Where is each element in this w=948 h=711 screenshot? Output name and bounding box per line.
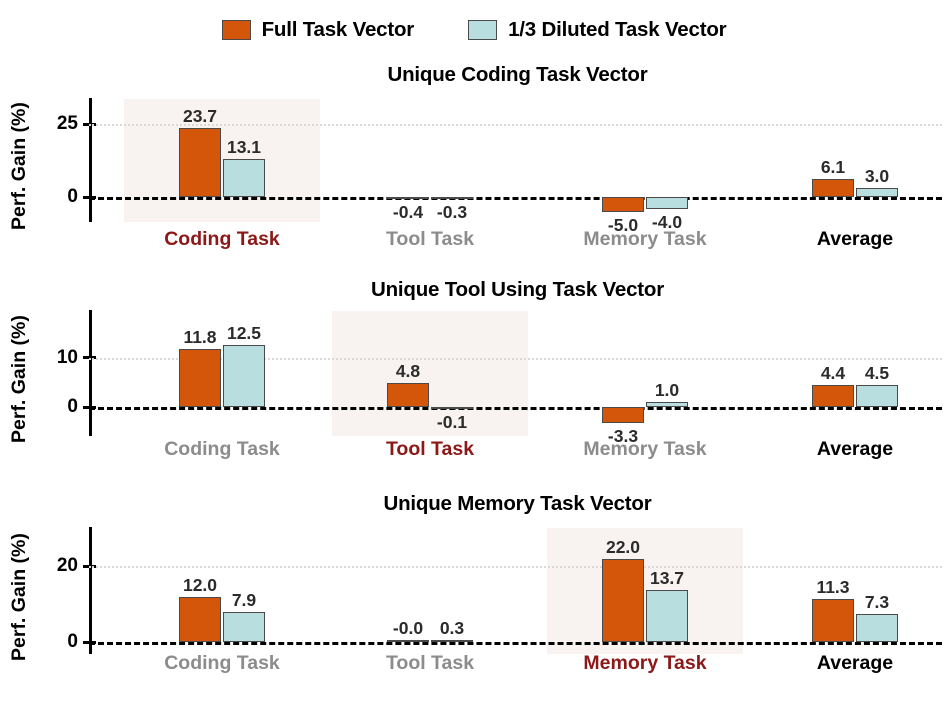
panel-title-2: Unique Memory Task Vector xyxy=(383,492,652,515)
bar-2-3-full xyxy=(812,599,854,642)
y-tick-label-1-1: 10 xyxy=(56,346,78,368)
bar-value-label-0-2-diluted: -4.0 xyxy=(651,211,683,232)
bar-value-label-0-2-full: -5.0 xyxy=(607,214,639,235)
legend-swatch-diluted-task-vector xyxy=(468,20,498,40)
bar-0-1-full xyxy=(387,197,429,200)
x-category-label-1-tool-task: Tool Task xyxy=(385,438,475,460)
bar-value-label-1-0-full: 11.8 xyxy=(183,326,217,347)
chart-legend: Full Task Vector 1/3 Diluted Task Vector xyxy=(0,18,948,42)
x-category-label-2-average: Average xyxy=(816,652,894,674)
plot-area-1: 0 10 Perf. Gain (%) 11.8 4.8 -3.3 4.4 12.5 -0.1 1… xyxy=(0,0,948,460)
bar-value-label-2-0-full: 12.0 xyxy=(182,574,218,595)
bar-2-0-full xyxy=(179,596,221,642)
bar-2-1-diluted xyxy=(431,639,473,642)
x-category-label-0-memory-task: Memory Task xyxy=(583,228,707,250)
bar-value-label-1-1-full: 4.8 xyxy=(395,361,421,382)
x-category-label-1-memory-task: Memory Task xyxy=(583,438,707,460)
legend-swatch-full-task-vector xyxy=(221,20,251,40)
bar-value-label-2-3-full: 11.3 xyxy=(816,577,850,598)
x-category-label-1-average: Average xyxy=(816,438,894,460)
bar-value-label-1-2-diluted: 1.0 xyxy=(654,380,680,401)
bar-0-3-full xyxy=(812,179,854,197)
bar-1-1-diluted xyxy=(431,407,473,410)
bar-value-label-0-3-diluted: 3.0 xyxy=(864,166,890,187)
bar-1-1-full xyxy=(387,383,429,407)
y-tick-label-1-0: 0 xyxy=(67,396,78,417)
bar-value-label-0-0-full: 23.7 xyxy=(182,105,218,126)
x-category-label-2-memory-task: Memory Task xyxy=(583,652,707,674)
y-axis-spine-0 xyxy=(89,98,92,222)
bar-value-label-2-3-diluted: 7.3 xyxy=(864,592,890,613)
gridline-1-1 xyxy=(89,357,942,360)
bar-2-0-diluted xyxy=(223,612,265,642)
y-axis-spine-2 xyxy=(89,527,92,654)
bar-0-0-diluted xyxy=(223,158,265,197)
legend-label-full-task-vector: Full Task Vector xyxy=(261,18,415,41)
zero-line-1 xyxy=(89,407,942,410)
highlight-band-tool-task xyxy=(332,311,528,436)
panel-title-1: Unique Tool Using Task Vector xyxy=(370,278,664,301)
highlight-band-coding-task xyxy=(124,99,320,222)
panel-unique-tool-using-task-vector: Unique Tool Using Task Vector 0 10 Perf. G… xyxy=(0,0,948,460)
bar-1-0-diluted xyxy=(223,345,265,407)
y-tick-label-2-0: 0 xyxy=(67,631,78,652)
x-category-label-0-average: Average xyxy=(816,228,894,250)
gridline-0-1 xyxy=(89,124,942,126)
y-tick-label-0-1: 25 xyxy=(56,113,78,134)
x-category-label-1-coding-task: Coding Task xyxy=(164,438,280,460)
x-category-label-0-coding-task: Coding Task xyxy=(164,228,280,250)
bar-value-label-2-1-full: -0.0 xyxy=(392,617,424,638)
bar-value-label-0-0-diluted: 13.1 xyxy=(226,136,262,157)
bar-value-label-2-1-diluted: 0.3 xyxy=(439,617,465,638)
x-category-label-2-tool-task: Tool Task xyxy=(385,652,475,674)
zero-line-2 xyxy=(89,642,942,645)
panel-title-0: Unique Coding Task Vector xyxy=(387,63,648,86)
bar-0-2-full xyxy=(602,197,644,212)
bar-2-2-diluted xyxy=(646,590,688,642)
bar-value-label-0-1-full: -0.4 xyxy=(392,202,424,223)
bar-2-2-full xyxy=(602,558,644,642)
x-category-label-0-tool-task: Tool Task xyxy=(385,228,475,250)
bar-value-label-1-2-full: -3.3 xyxy=(607,426,639,447)
bar-1-3-full xyxy=(812,385,854,407)
bar-value-label-1-0-diluted: 12.5 xyxy=(226,323,262,344)
bar-value-label-1-3-diluted: 4.5 xyxy=(864,362,890,383)
bar-value-label-2-2-diluted: 13.7 xyxy=(649,568,685,589)
y-axis-label-1: Perf. Gain (%) xyxy=(8,315,30,443)
y-axis-spine-1 xyxy=(89,310,92,436)
bar-1-2-diluted xyxy=(646,402,688,407)
panel-unique-memory-task-vector: Unique Memory Task Vector 0 20 Perf. Gain … xyxy=(0,0,948,674)
bar-0-3-diluted xyxy=(856,188,898,197)
y-tick-label-2-1: 20 xyxy=(56,555,78,577)
bar-1-2-full xyxy=(602,407,644,424)
bar-0-0-full xyxy=(179,127,221,197)
legend-entry-full-task-vector: Full Task Vector xyxy=(221,18,415,42)
bar-value-label-2-0-diluted: 7.9 xyxy=(231,590,257,611)
bar-0-2-diluted xyxy=(646,197,688,209)
legend-entry-diluted-task-vector: 1/3 Diluted Task Vector xyxy=(468,18,727,42)
bar-1-0-full xyxy=(179,348,221,407)
bar-2-3-diluted xyxy=(856,614,898,642)
y-tick-label-0-0: 0 xyxy=(67,186,78,207)
highlight-band-memory-task xyxy=(547,528,743,654)
bar-value-label-1-1-diluted: -0.1 xyxy=(436,412,468,433)
bar-value-label-0-3-full: 6.1 xyxy=(820,157,846,178)
zero-line-0 xyxy=(89,197,942,200)
y-axis-label-2: Perf. Gain (%) xyxy=(8,532,30,661)
bar-value-label-2-2-full: 22.0 xyxy=(605,536,641,557)
legend-label-diluted-task-vector: 1/3 Diluted Task Vector xyxy=(508,18,727,41)
bar-0-1-diluted xyxy=(431,197,473,200)
gridline-2-1 xyxy=(89,566,942,569)
bar-value-label-1-3-full: 4.4 xyxy=(820,363,846,384)
bar-1-3-diluted xyxy=(856,384,898,407)
bar-value-label-0-1-diluted: -0.3 xyxy=(436,202,468,223)
plot-area-2: 0 20 Perf. Gain (%) 12.0 -0.0 22.0 11.3 7.9 0.3 1… xyxy=(0,0,948,674)
x-category-label-2-coding-task: Coding Task xyxy=(164,652,280,674)
bar-2-1-full xyxy=(387,639,429,642)
